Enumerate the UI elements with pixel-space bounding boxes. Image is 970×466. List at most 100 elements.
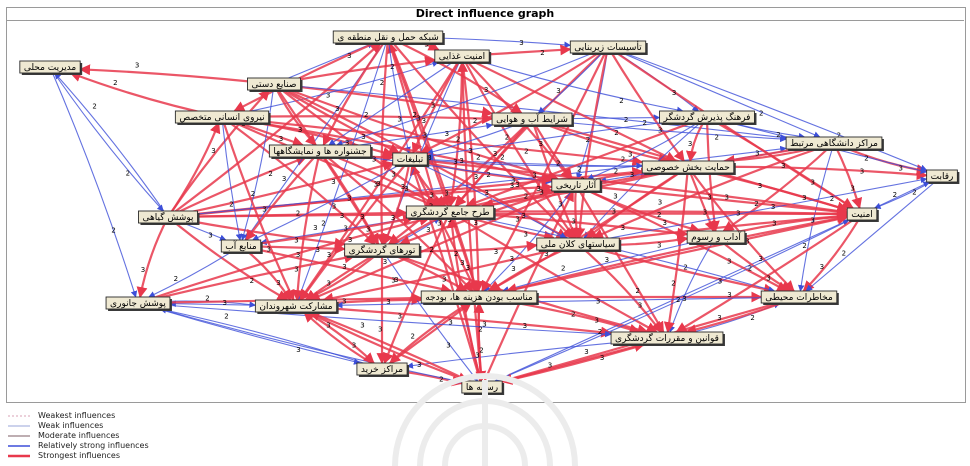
edge-weight-label: 2 bbox=[126, 169, 130, 177]
edge-n15-n4 bbox=[54, 72, 169, 218]
edge-n8-n16 bbox=[465, 115, 708, 208]
edge-weight-label: 2 bbox=[643, 119, 647, 127]
edge-weight-label: 3 bbox=[422, 117, 426, 125]
edge-weight-label: 3 bbox=[460, 259, 464, 267]
edge-weight-label: 2 bbox=[748, 264, 752, 272]
edge-weight-label: 3 bbox=[374, 180, 378, 188]
edge-weight-label: 3 bbox=[294, 265, 298, 273]
edge-n19-n24 bbox=[240, 244, 453, 295]
edge-weight-label: 2 bbox=[864, 155, 868, 163]
edge-weight-label: 2 bbox=[893, 191, 897, 199]
edge-n15-n5 bbox=[167, 89, 271, 218]
node-box bbox=[536, 237, 620, 251]
edge-weight-label: 3 bbox=[437, 219, 441, 227]
edge-weight-label: 2 bbox=[505, 134, 509, 142]
edge-weight-label: 3 bbox=[431, 102, 435, 110]
legend-swatch bbox=[8, 425, 30, 427]
edge-weight-label: 3 bbox=[331, 178, 335, 186]
legend-item: Moderate influences bbox=[8, 431, 268, 441]
edge-weight-label: 2 bbox=[556, 159, 560, 167]
node-box bbox=[926, 169, 958, 183]
edge-weight-label: 3 bbox=[391, 214, 395, 222]
edge-weight-label: 3 bbox=[510, 182, 514, 190]
edge-n5-n14 bbox=[273, 82, 560, 182]
edge-weight-label: 2 bbox=[624, 116, 628, 124]
node-box bbox=[551, 178, 601, 192]
edge-weight-label: 2 bbox=[561, 264, 565, 272]
edge-weight-label: 3 bbox=[267, 246, 271, 254]
edge-weight-label: 3 bbox=[135, 62, 139, 70]
edge-weight-label: 2 bbox=[715, 133, 719, 141]
edge-weight-label: 2 bbox=[657, 211, 661, 219]
node-label: تبلیغات bbox=[397, 155, 424, 165]
edge-weight-label: 3 bbox=[584, 348, 588, 356]
node-n26: قوانین و مقررات گردشگری bbox=[610, 331, 725, 346]
node-label: قوانین و مقررات گردشگری bbox=[615, 332, 719, 344]
edge-weight-label: 3 bbox=[523, 322, 527, 330]
edge-weight-label: 2 bbox=[411, 332, 415, 340]
edge-weight-label: 3 bbox=[366, 226, 370, 234]
edge-weight-label: 3 bbox=[446, 342, 450, 350]
edge-n5-n9 bbox=[273, 83, 787, 141]
edge-weight-label: 3 bbox=[515, 181, 519, 189]
influence-graph: 3323223223322333233333333333323233233333… bbox=[19, 30, 960, 395]
legend-swatch bbox=[8, 445, 30, 447]
edge-weight-label: 2 bbox=[614, 167, 618, 175]
edge-weight-label: 2 bbox=[439, 376, 443, 384]
node-label: شبکه حمل و نقل منطقه ی bbox=[337, 33, 439, 43]
edge-n16-n17 bbox=[449, 208, 849, 220]
edge-weight-label: 2 bbox=[830, 195, 834, 203]
edge-n24-n28 bbox=[475, 296, 487, 383]
edge-weight-label: 3 bbox=[663, 219, 667, 227]
edge-n14-n23 bbox=[308, 183, 577, 302]
edge-weight-label: 3 bbox=[459, 157, 463, 165]
edge-weight-label: 3 bbox=[444, 190, 448, 198]
edge-weight-label: 3 bbox=[658, 126, 662, 134]
node-label: امنیت غذایی bbox=[439, 52, 485, 62]
edge-weight-label: 3 bbox=[344, 225, 348, 233]
edge-weight-label: 3 bbox=[223, 299, 227, 307]
node-box bbox=[356, 362, 408, 376]
edge-n15-n6 bbox=[167, 121, 221, 218]
edge-weight-label: 3 bbox=[484, 86, 488, 94]
edge-n15-n11 bbox=[167, 155, 308, 218]
node-box bbox=[174, 110, 270, 124]
edge-weight-label: 3 bbox=[850, 185, 854, 193]
edge-weight-label: 2 bbox=[598, 328, 602, 336]
node-label: مخاطرات محیطی bbox=[765, 293, 833, 303]
edge-n15-n1 bbox=[167, 42, 382, 218]
edge-weight-label: 3 bbox=[391, 276, 395, 284]
edge-weight-label: 3 bbox=[781, 162, 785, 170]
node-label: تأسیسات زیربنایی bbox=[574, 40, 642, 53]
edge-n22-n28 bbox=[137, 302, 463, 385]
node-label: صنایع دستی bbox=[251, 80, 296, 90]
node-n20: تورهای گردشگری bbox=[344, 243, 422, 258]
edge-weight-label: 3 bbox=[376, 180, 380, 188]
edge-weight-label: 3 bbox=[475, 352, 479, 360]
edge-n14-n24 bbox=[483, 184, 577, 292]
edge-weight-label: 3 bbox=[544, 250, 548, 258]
edge-weight-label: 2 bbox=[476, 154, 480, 162]
edge-n3-n11 bbox=[335, 46, 609, 147]
edge-weight-label: 2 bbox=[364, 111, 368, 119]
edge-weight-label: 3 bbox=[282, 175, 286, 183]
node-n27: مراکز خرید bbox=[356, 362, 410, 377]
legend-label: Moderate influences bbox=[38, 431, 120, 440]
edge-weight-label: 3 bbox=[335, 105, 339, 113]
edge-n6-n23 bbox=[220, 116, 295, 301]
edge-weight-label: 3 bbox=[493, 150, 497, 158]
edge-n1-n6 bbox=[233, 35, 389, 112]
node-box bbox=[785, 136, 883, 150]
edge-weight-label: 3 bbox=[727, 257, 731, 265]
edge-n14-n17 bbox=[575, 183, 849, 217]
node-label: تورهای گردشگری bbox=[349, 244, 416, 256]
edge-n2-n21 bbox=[461, 55, 576, 239]
edge-weight-label: 3 bbox=[345, 139, 349, 147]
edge-weight-label: 2 bbox=[430, 246, 434, 254]
node-label: سیاستهای کلان ملی bbox=[541, 240, 615, 250]
edge-n28-n17 bbox=[481, 219, 850, 388]
edge-weight-label: 2 bbox=[776, 131, 780, 139]
edge-weight-label: 2 bbox=[636, 287, 640, 295]
node-n19: منابع آب bbox=[220, 239, 263, 254]
